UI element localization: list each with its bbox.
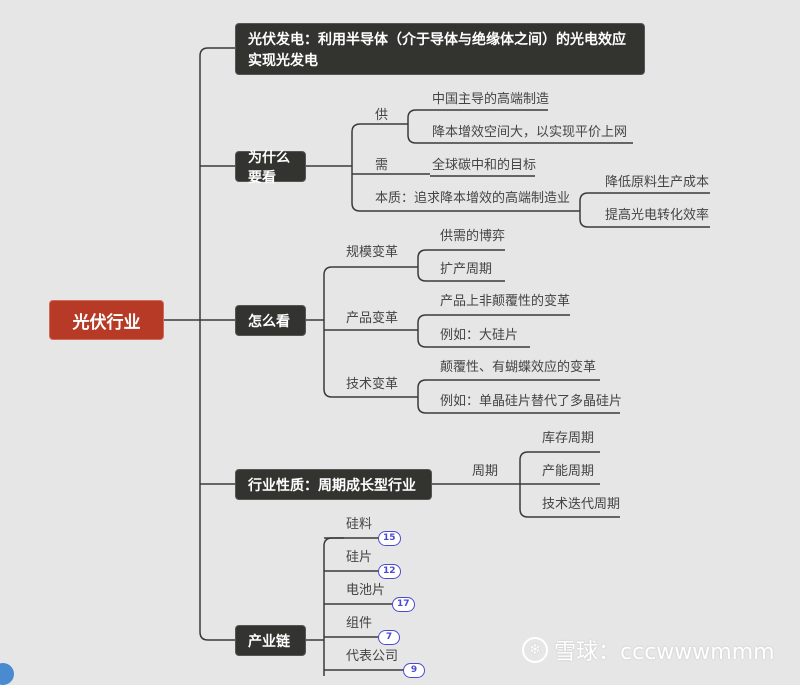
snowball-logo-icon: ❄ xyxy=(522,637,548,663)
cycle-label: 周期 xyxy=(472,464,499,479)
chain-item-label: 代表公司 xyxy=(346,649,399,664)
product-item-1: 产品上非颠覆性的变革 xyxy=(440,294,571,309)
watermark: ❄ 雪球：cccwwwmmm xyxy=(522,634,775,666)
why-node[interactable]: 为什么要看 xyxy=(235,150,306,186)
product-label: 产品变革 xyxy=(346,311,399,326)
nature-node[interactable]: 行业性质：周期成长型行业 xyxy=(235,469,432,500)
root-node[interactable]: 光伏行业 xyxy=(49,300,164,340)
supply-item-2: 降本增效空间大，以实现平价上网 xyxy=(432,125,628,140)
demand-label: 需 xyxy=(375,158,389,173)
definition-node[interactable]: 光伏发电：利用半导体（介于导体与绝缘体之间）的光电效应实现光发电 xyxy=(235,23,645,75)
chain-item-label: 组件 xyxy=(346,616,373,631)
essence-item-2: 提高光电转化效率 xyxy=(605,208,710,223)
watermark-text: 雪球：cccwwwmmm xyxy=(554,640,775,665)
cycle-item-2: 产能周期 xyxy=(542,464,595,479)
scale-item-1: 供需的博弈 xyxy=(440,229,506,244)
scale-item-2: 扩产周期 xyxy=(440,262,493,277)
supply-item-1: 中国主导的高端制造 xyxy=(432,92,550,107)
cycle-item-1: 库存周期 xyxy=(542,431,595,446)
chain-item-label: 硅片 xyxy=(346,550,373,565)
tech-label: 技术变革 xyxy=(346,377,399,392)
supply-label: 供 xyxy=(375,108,389,123)
cycle-item-3: 技术迭代周期 xyxy=(542,497,621,512)
chain-count-badge[interactable]: 17 xyxy=(392,597,415,612)
scale-label: 规模变革 xyxy=(346,245,399,260)
how-node[interactable]: 怎么看 xyxy=(235,305,306,336)
essence-label: 本质：追求降本增效的高端制造业 xyxy=(375,191,571,206)
demand-item: 全球碳中和的目标 xyxy=(432,158,537,173)
chain-count-badge[interactable]: 15 xyxy=(378,531,401,546)
chain-item-label: 硅料 xyxy=(346,517,373,532)
chain-count-badge[interactable]: 12 xyxy=(378,564,401,579)
chain-node[interactable]: 产业链 xyxy=(235,625,306,656)
product-item-2: 例如：大硅片 xyxy=(440,328,519,343)
tech-item-1: 颠覆性、有蝴蝶效应的变革 xyxy=(440,360,597,375)
chain-item-label: 电池片 xyxy=(346,583,386,598)
chain-count-badge[interactable]: 7 xyxy=(378,630,400,645)
essence-item-1: 降低原料生产成本 xyxy=(605,175,710,190)
tech-item-2: 例如：单晶硅片替代了多晶硅片 xyxy=(440,394,623,409)
